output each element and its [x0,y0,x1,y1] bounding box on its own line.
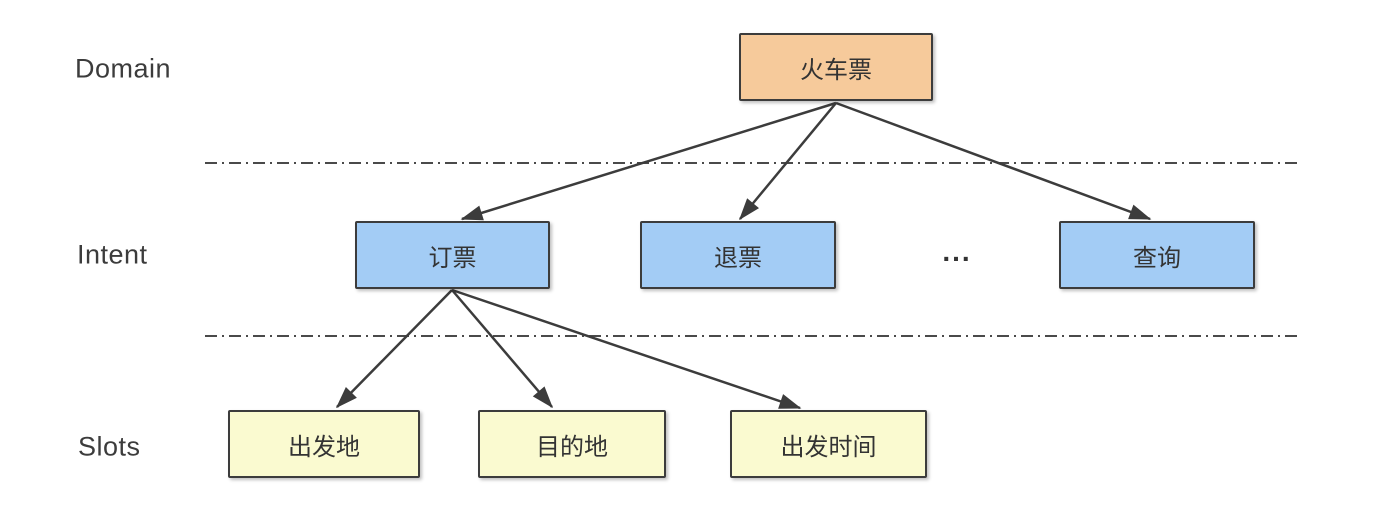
node-intent-query: 查询 [1059,221,1255,289]
node-intent-query-label: 查询 [1133,244,1181,272]
node-slot-departure-place-label: 出发地 [288,433,360,461]
node-slot-departure-place: 出发地 [228,410,420,478]
node-intent-book-label: 订票 [428,244,477,272]
node-slot-destination-label: 目的地 [536,433,608,461]
node-domain-train-ticket-label: 火车票 [800,56,872,84]
edge-domain-to-intent-refund [739,102,837,221]
edge-intent-book-to-slot-destination [451,289,553,409]
edge-domain-to-intent-book [460,101,837,221]
intent-ellipsis: ... [942,236,972,267]
node-slot-departure-time: 出发时间 [730,410,927,478]
node-domain-train-ticket: 火车票 [739,33,933,101]
row-label-slots: Slots [78,431,141,462]
node-slot-departure-time-label: 出发时间 [780,433,877,461]
node-slot-destination: 目的地 [478,410,666,478]
row-label-intent: Intent [77,239,148,270]
node-intent-refund: 退票 [640,221,836,289]
edge-domain-to-intent-query [835,101,1152,221]
edge-intent-book-to-slot-departure-place [335,289,453,409]
node-intent-book: 订票 [355,221,550,289]
row-label-domain: Domain [75,53,172,84]
edge-intent-book-to-slot-departure-time [451,288,802,410]
node-intent-refund-label: 退票 [714,244,762,272]
